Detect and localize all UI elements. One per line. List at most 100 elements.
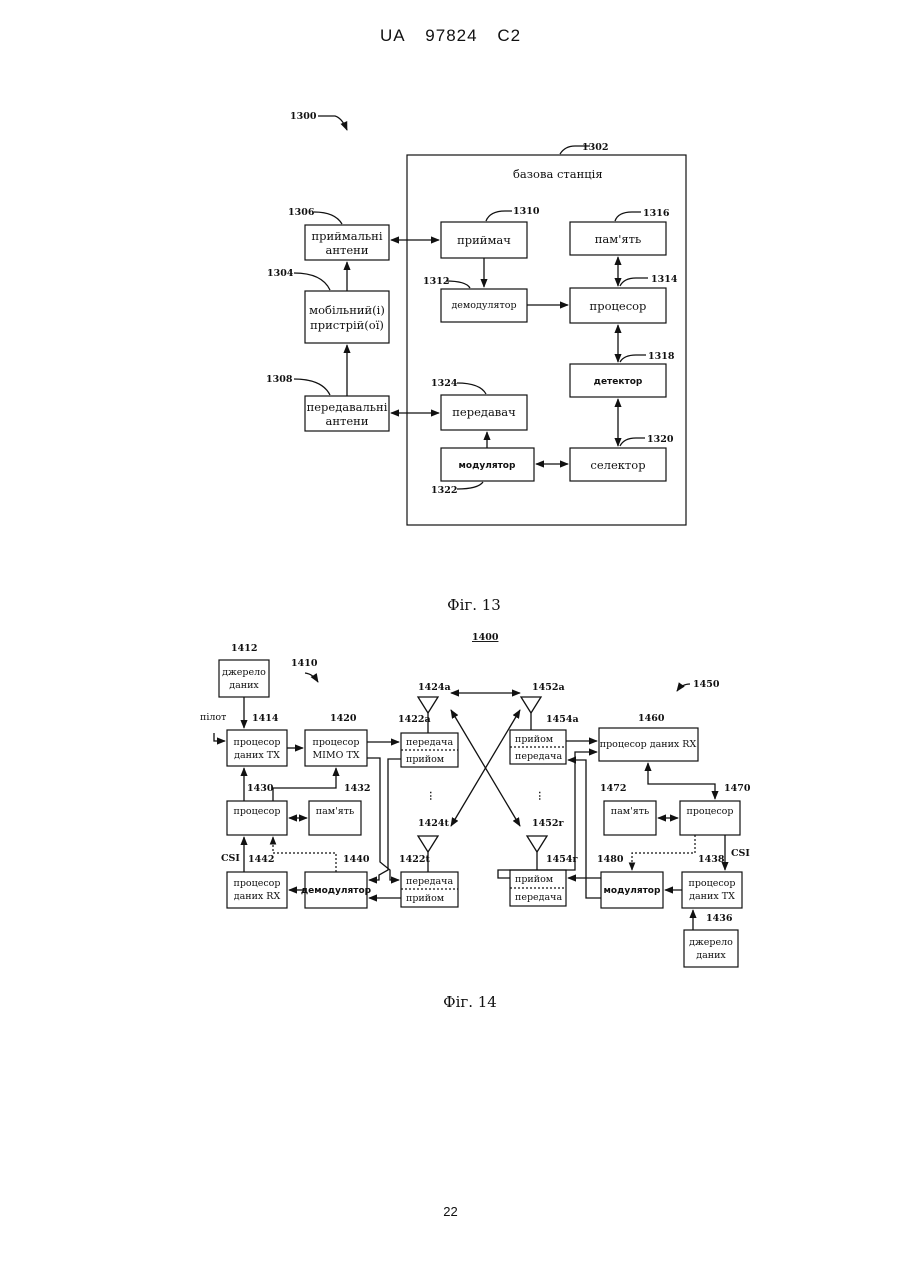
rx-data-proc-left-line2: даних RX <box>234 891 281 902</box>
fig14-title: 1400 <box>472 632 499 643</box>
ref-1440: 1440 <box>343 854 370 865</box>
ref-1304: 1304 <box>267 268 294 279</box>
ref-1314: 1314 <box>651 274 678 285</box>
ref-1424t: 1424t <box>418 818 449 829</box>
transmit-1454r: передача <box>515 892 562 903</box>
ref-1412: 1412 <box>231 643 257 654</box>
mimo-tx-line1: процесор <box>313 737 360 748</box>
detector-label: детектор <box>594 377 643 387</box>
dotted-proc-mod <box>632 835 695 870</box>
antenna-1452a <box>521 697 541 713</box>
selector-label: селектор <box>590 458 645 472</box>
tx-data-proc-right-line2: даних TX <box>689 891 735 902</box>
tx-antennas-line1: передавальні <box>307 400 388 414</box>
page-number: 22 <box>0 1204 901 1219</box>
rx-data-proc-left-line1: процесор <box>234 878 281 889</box>
leader-1306 <box>314 212 342 224</box>
ref-1450: 1450 <box>693 679 720 690</box>
ref-1452r: 1452r <box>532 818 564 829</box>
ref-1422a: 1422a <box>398 714 431 725</box>
tx-data-proc-left-line2: даних TX <box>234 750 280 761</box>
mobile-device-box <box>305 291 389 343</box>
ref-1318: 1318 <box>648 351 675 362</box>
tx-data-proc-right-line1: процесор <box>689 878 736 889</box>
data-source-left-line1: джерело <box>222 667 266 678</box>
ref-1454r: 1454r <box>546 854 578 865</box>
ref-1436: 1436 <box>706 913 733 924</box>
data-source-right-box <box>684 930 738 967</box>
arrow-pilot <box>214 733 225 741</box>
leader-1300 <box>318 116 347 130</box>
arrow-mimo-1422t <box>367 758 399 880</box>
data-source-left-line2: даних <box>229 680 259 691</box>
leader-1304 <box>294 273 330 290</box>
csi-left: CSI <box>221 853 240 864</box>
arrow-rxproc-procright <box>648 763 715 799</box>
rx-antennas-line1: приймальні <box>311 229 382 243</box>
transmit-1422t: передача <box>406 876 453 887</box>
ref-1472: 1472 <box>600 783 626 794</box>
ref-1316: 1316 <box>643 208 670 219</box>
modulator-label: модулятор <box>459 461 516 471</box>
figure-13: 1300 1302 базова станція приймальні анте… <box>266 111 686 614</box>
modulator-right-label: модулятор <box>604 886 661 896</box>
receive-1454r: прийом <box>515 874 554 885</box>
ellipsis-right: ⋮ <box>535 791 545 802</box>
receive-1454a: прийом <box>515 734 554 745</box>
transmit-1422a: передача <box>406 737 453 748</box>
arrow-1422a-demod <box>369 759 401 880</box>
demodulator-label: демодулятор <box>451 300 516 311</box>
fig14-caption: Фіг. 14 <box>443 993 497 1011</box>
rx-data-proc-right-label: процесор даних RX <box>600 739 697 750</box>
arrow-proc-mimo <box>273 768 336 801</box>
ref-1410: 1410 <box>291 658 318 669</box>
processor-label: процесор <box>590 299 647 313</box>
ref-1320: 1320 <box>647 434 674 445</box>
ref-1422t: 1422t <box>399 854 430 865</box>
ellipsis-left: ⋮ <box>426 791 436 802</box>
ref-1420: 1420 <box>330 713 357 724</box>
figure-14: 1400 джерело даних 1412 1410 процесор да… <box>200 632 751 1011</box>
data-source-right-line2: даних <box>696 950 726 961</box>
ref-1454a: 1454a <box>546 714 579 725</box>
processor-left-label: процесор <box>234 806 281 817</box>
arrow-mod-1454a <box>568 760 601 898</box>
ref-1312: 1312 <box>423 276 449 287</box>
ref-1480: 1480 <box>597 854 624 865</box>
leader-1450 <box>677 684 690 691</box>
antenna-1452r <box>527 836 547 852</box>
processor-right-label: процесор <box>687 806 734 817</box>
rx-antennas-line2: антени <box>325 243 368 257</box>
ref-1324: 1324 <box>431 378 458 389</box>
base-station-label: базова станція <box>513 167 603 181</box>
ref-1442: 1442 <box>248 854 274 865</box>
data-source-right-line1: джерело <box>689 937 733 948</box>
receive-1422a: прийом <box>406 754 445 765</box>
leader-1410 <box>305 673 318 682</box>
ref-1424a: 1424a <box>418 682 451 693</box>
csi-right: CSI <box>731 848 750 859</box>
ref-1308: 1308 <box>266 374 293 385</box>
ref-1470: 1470 <box>724 783 751 794</box>
ref-1322: 1322 <box>431 485 457 496</box>
demodulator-left-label: демодулятор <box>301 886 372 896</box>
ref-1438: 1438 <box>698 854 725 865</box>
ref-1306: 1306 <box>288 207 315 218</box>
receive-1422t: прийом <box>406 893 445 904</box>
tx-antennas-line2: антени <box>325 414 368 428</box>
mobile-line1: мобільний(і) <box>309 303 385 317</box>
mimo-tx-line2: MIMO TX <box>312 750 359 761</box>
dotted-demod-proc <box>273 837 336 872</box>
antenna-1424a <box>418 697 438 713</box>
leader-1308 <box>294 379 330 395</box>
transmitter-label: передавач <box>452 405 516 419</box>
memory-right-label: пам'ять <box>611 806 649 817</box>
tx-data-proc-left-line1: процесор <box>234 737 281 748</box>
fig13-caption: Фіг. 13 <box>447 596 501 614</box>
mobile-line2: пристрій(ої) <box>310 318 384 332</box>
ref-1452a: 1452a <box>532 682 565 693</box>
memory-label: пам'ять <box>595 232 642 246</box>
data-source-left-box <box>219 660 269 697</box>
pilot-label: пілот <box>200 712 226 723</box>
transmit-1454a: передача <box>515 751 562 762</box>
